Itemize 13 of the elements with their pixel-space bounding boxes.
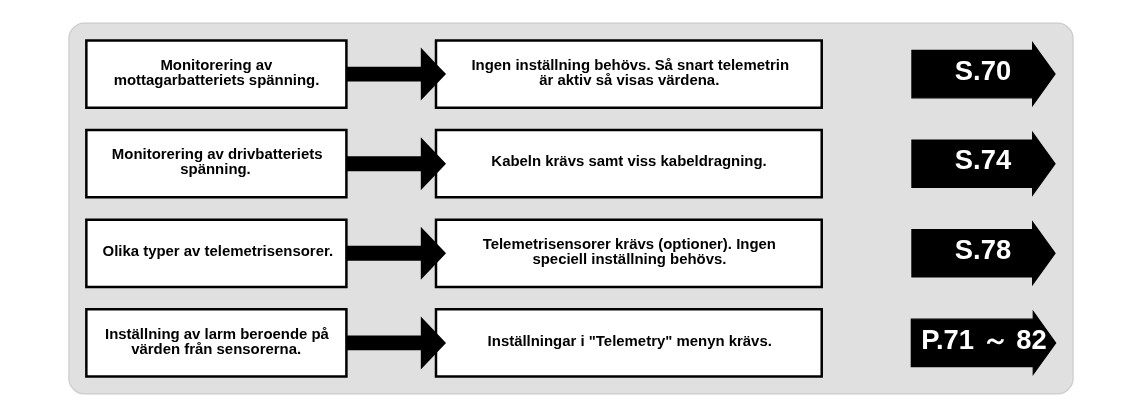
arrow [346,226,446,280]
node-box: Ingen inställning behövs. Så snart telemetrin är aktiv så visas värdena. [434,39,823,109]
node-box: Telemetrisensorer krävs (optioner). Ingen speciell inställning behövs. [434,218,823,289]
node-box: Olika typer av telemetrisensorer. [84,218,348,289]
node-box: Inställningar i "Telemetry" menyn krävs. [434,308,823,378]
node-box: Kabeln krävs samt viss kabeldragning. [434,128,823,199]
node-box: Monitorering av drivbatteriets spänning. [84,128,348,199]
cluster [67,22,1074,395]
node-box: Monitorering av mottagarbatteriets spänning. [84,39,348,109]
arrow [346,47,446,101]
arrow [346,316,446,370]
node-box: Inställning av larm beroende på värden från sensorerna. [84,308,348,378]
arrow [346,137,446,191]
